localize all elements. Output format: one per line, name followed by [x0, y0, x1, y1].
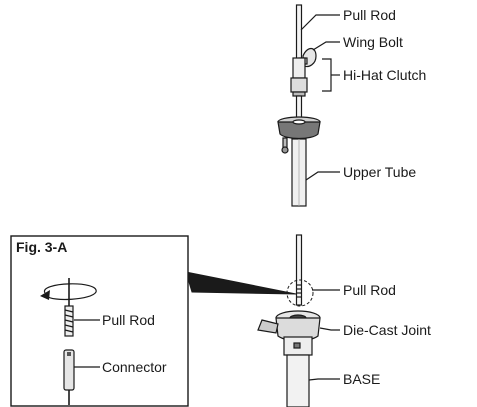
label-pull-rod-bottom: Pull Rod — [343, 282, 396, 298]
inset-label-connector: Connector — [102, 359, 167, 375]
inset-connector-bore — [67, 352, 71, 356]
rotation-arrow-icon — [44, 283, 97, 301]
magnify-wedge — [185, 271, 297, 295]
bottom-pull-rod — [295, 234, 303, 306]
tilter-knob — [281, 146, 289, 154]
label-hihat-clutch: Hi-Hat Clutch — [343, 67, 426, 83]
inset-fig-3a: Fig. 3-A Pull Rod Connector — [10, 235, 189, 407]
label-wing-bolt: Wing Bolt — [343, 34, 403, 50]
label-pull-rod-top: Pull Rod — [343, 7, 396, 23]
clutch-lower-block — [290, 77, 308, 93]
label-upper-tube: Upper Tube — [343, 164, 416, 180]
label-die-cast-joint: Die-Cast Joint — [343, 322, 431, 338]
top-leaders — [300, 14, 340, 181]
label-base: BASE — [343, 371, 380, 387]
rotation-arrowhead-icon — [40, 290, 50, 300]
inset-title: Fig. 3-A — [16, 239, 67, 255]
top-assembly — [277, 4, 321, 207]
clutch-upper-block — [292, 57, 306, 79]
bottom-rod-thread — [296, 284, 302, 298]
inset-thread-lines — [64, 309, 74, 333]
bottom-assembly — [257, 234, 321, 407]
bottom-leaders — [308, 289, 340, 381]
base-tube — [286, 354, 310, 407]
seat-disc-hub — [292, 119, 306, 125]
inset-frame — [10, 235, 189, 407]
rod-below-clutch — [295, 95, 303, 119]
inset-label-pull-rod: Pull Rod — [102, 312, 155, 328]
base-collar-hole — [293, 342, 301, 349]
die-cast-wing-screw — [257, 319, 279, 334]
seat-disc-body — [277, 121, 321, 140]
